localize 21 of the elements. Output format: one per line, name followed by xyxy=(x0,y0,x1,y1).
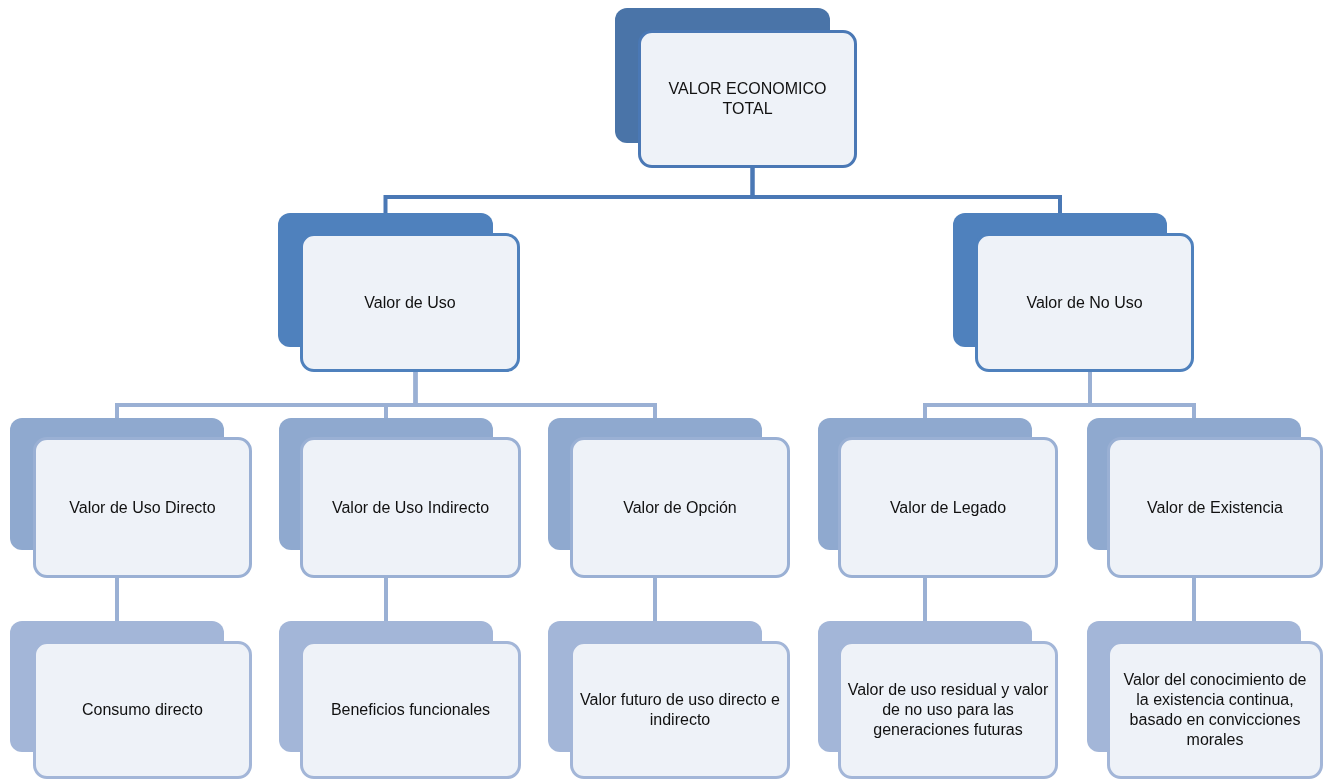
connector-line xyxy=(115,578,119,621)
node-label: Valor de Existencia xyxy=(1147,497,1283,518)
connector-line xyxy=(923,578,927,621)
connector-line xyxy=(384,578,388,621)
node-label: Valor del conocimiento de la existencia continua, basado en convicciones morales xyxy=(1122,670,1308,750)
node-label: Valor de Uso Directo xyxy=(69,497,216,518)
node-label: Valor de Uso xyxy=(364,292,456,313)
node-label: VALOR ECONOMICO TOTAL xyxy=(667,79,828,119)
node-label: Consumo directo xyxy=(82,700,203,720)
connector-line xyxy=(653,578,657,621)
node-label: Valor futuro de uso directo e indirecto xyxy=(579,690,781,730)
connector-line xyxy=(1192,578,1196,621)
node-label: Valor de Uso Indirecto xyxy=(331,497,490,518)
node-label: Valor de Opción xyxy=(623,497,737,518)
connector-line xyxy=(413,372,657,418)
node-label: Valor de uso residual y valor de no uso para las generaciones futuras xyxy=(847,680,1049,740)
node-label: Valor de Legado xyxy=(889,497,1007,518)
connector-line xyxy=(750,168,1062,213)
connector-line xyxy=(1088,372,1196,418)
node-label: Valor de No Uso xyxy=(1026,292,1143,313)
node-label: Beneficios funcionales xyxy=(330,700,491,720)
